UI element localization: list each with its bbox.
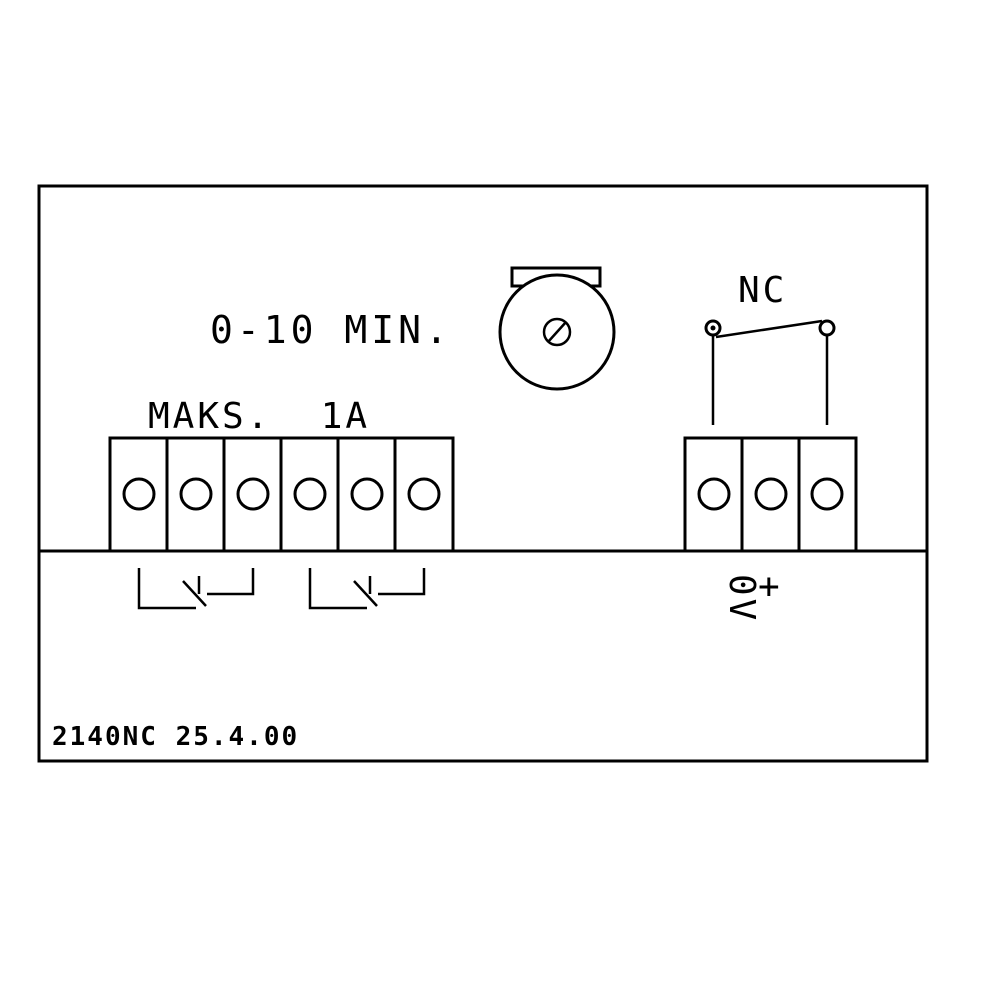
device-outline bbox=[37, 184, 929, 763]
terminal-screw-9 bbox=[810, 477, 844, 511]
contact-type-label: NC bbox=[738, 270, 787, 311]
potentiometer-screw-icon bbox=[498, 266, 616, 391]
terminal-screw-8 bbox=[754, 477, 788, 511]
terminal-screw-3 bbox=[236, 477, 270, 511]
terminal-screw-4 bbox=[293, 477, 327, 511]
terminal-screw-6 bbox=[407, 477, 441, 511]
timer-range-label: 0-10 MIN. bbox=[210, 308, 452, 352]
nc-contact-switch-icon bbox=[704, 319, 836, 425]
terminal-screw-7 bbox=[697, 477, 731, 511]
delayed-contact-icon bbox=[137, 568, 255, 610]
part-code-label: 2140NC 25.4.00 bbox=[52, 722, 299, 752]
minus-terminal-label: 0V bbox=[721, 574, 762, 623]
max-current-label: MAKS. 1A bbox=[148, 396, 370, 437]
terminal-screw-5 bbox=[350, 477, 384, 511]
delayed-contact-icon bbox=[308, 568, 426, 610]
terminal-block-left bbox=[108, 436, 455, 553]
terminal-screw-2 bbox=[179, 477, 213, 511]
terminal-block-right bbox=[683, 436, 858, 553]
plus-terminal-label: + bbox=[758, 566, 783, 607]
terminal-screw-1 bbox=[122, 477, 156, 511]
